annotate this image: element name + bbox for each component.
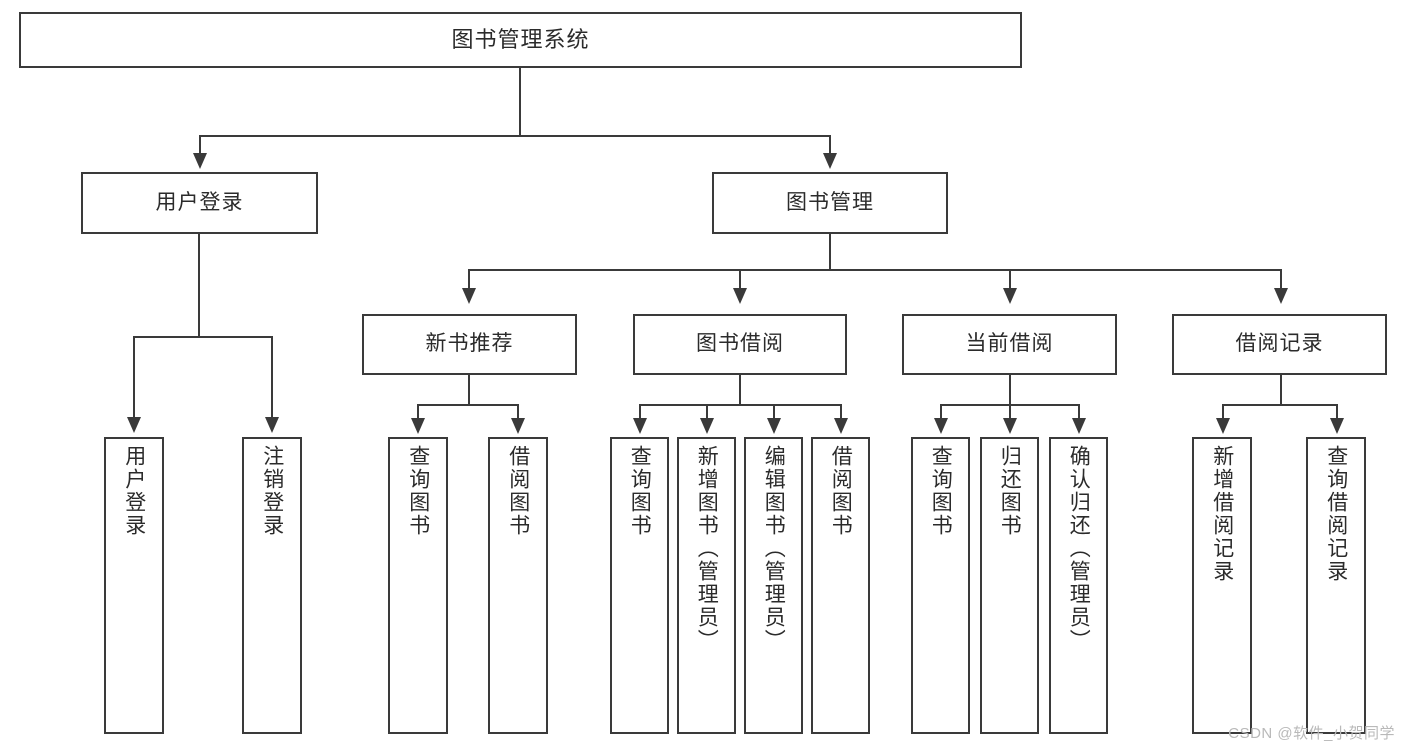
connector-level3-bus (468, 269, 1282, 271)
node-label: 归还图书 (998, 445, 1022, 537)
arrow-new-book-leaf1 (411, 418, 425, 434)
connector-level2-bus (199, 135, 831, 137)
arrow-to-user-login (193, 153, 207, 169)
arrow-borrow-record-leaf1 (1216, 418, 1230, 434)
connector-borrow-record-stem (1280, 375, 1282, 405)
node-label: 用户登录 (122, 445, 146, 537)
node-label: 查询借阅记录 (1324, 445, 1348, 583)
connector-new-book-stem (468, 375, 470, 405)
connector-user-login-stem (198, 234, 200, 337)
connector-current-borrow-leaf2 (1009, 404, 1011, 420)
csdn-watermark: CSDN @软件_小贺同学 (1228, 725, 1395, 742)
arrow-current-borrow-leaf3 (1072, 418, 1086, 434)
connector-borrow-record-leaf1 (1222, 404, 1224, 420)
node-label: 查询图书 (628, 445, 652, 537)
connector-book-borrow-leaf2 (706, 404, 708, 420)
node-label: 图书管理系统 (451, 27, 590, 53)
node-label: 新增借阅记录 (1210, 445, 1234, 583)
leaf-book-borrow-query-book[interactable]: 查询图书 (610, 437, 669, 734)
node-label: 图书管理 (786, 190, 874, 214)
leaf-new-book-query-book[interactable]: 查询图书 (388, 437, 448, 734)
connector-book-borrow-leaf4 (840, 404, 842, 420)
connector-to-book-management (829, 135, 831, 157)
connector-borrow-record-leaf2 (1336, 404, 1338, 420)
node-label: 注销登录 (260, 445, 284, 537)
arrow-current-borrow-leaf1 (934, 418, 948, 434)
connector-to-user-login (199, 135, 201, 157)
node-label: 查询图书 (406, 445, 430, 537)
leaf-book-borrow-edit-book-admin[interactable]: 编辑图书（管理员） (744, 437, 803, 734)
node-label: 借阅记录 (1235, 332, 1324, 356)
connector-user-login-bus (133, 336, 273, 338)
node-label: 用户登录 (155, 190, 244, 214)
arrow-to-borrow-record (1274, 288, 1288, 304)
connector-book-borrow-leaf3 (773, 404, 775, 420)
node-label: 借阅图书 (829, 445, 853, 537)
node-label: 新书推荐 (425, 332, 514, 356)
connector-current-borrow-leaf3 (1078, 404, 1080, 420)
arrow-to-book-management (823, 153, 837, 169)
node-book-borrow[interactable]: 图书借阅 (633, 314, 847, 375)
connector-user-login-leaf1 (133, 336, 135, 419)
arrow-book-borrow-leaf2 (700, 418, 714, 434)
leaf-borrow-record-query-record[interactable]: 查询借阅记录 (1306, 437, 1366, 734)
arrow-to-new-book (462, 288, 476, 304)
connector-new-book-bus (417, 404, 519, 406)
leaf-current-borrow-return-book[interactable]: 归还图书 (980, 437, 1039, 734)
node-label: 图书借阅 (696, 332, 784, 356)
node-new-book-recommend[interactable]: 新书推荐 (362, 314, 577, 375)
connector-to-new-book (468, 269, 470, 291)
node-label: 当前借阅 (965, 332, 1054, 356)
arrow-user-login-leaf1 (127, 417, 141, 433)
node-book-management[interactable]: 图书管理 (712, 172, 948, 234)
connector-borrow-record-bus (1222, 404, 1338, 406)
leaf-user-login-logout[interactable]: 注销登录 (242, 437, 302, 734)
leaf-book-borrow-add-book-admin[interactable]: 新增图书（管理员） (677, 437, 736, 734)
arrow-book-borrow-leaf3 (767, 418, 781, 434)
connector-current-borrow-leaf1 (940, 404, 942, 420)
connector-to-book-borrow (739, 269, 741, 291)
arrow-current-borrow-leaf2 (1003, 418, 1017, 434)
node-book-management-system[interactable]: 图书管理系统 (19, 12, 1022, 68)
node-label: 借阅图书 (506, 445, 530, 537)
connector-to-current-borrow (1009, 269, 1011, 291)
node-label: 编辑图书（管理员） (762, 445, 786, 652)
arrow-new-book-leaf2 (511, 418, 525, 434)
connector-book-management-stem (829, 234, 831, 271)
connector-current-borrow-stem (1009, 375, 1011, 405)
arrow-to-book-borrow (733, 288, 747, 304)
leaf-user-login-login[interactable]: 用户登录 (104, 437, 164, 734)
node-label: 新增图书（管理员） (695, 445, 719, 652)
node-user-login[interactable]: 用户登录 (81, 172, 318, 234)
leaf-new-book-borrow-book[interactable]: 借阅图书 (488, 437, 548, 734)
arrow-book-borrow-leaf1 (633, 418, 647, 434)
connector-root-stem (519, 68, 521, 136)
arrow-to-current-borrow (1003, 288, 1017, 304)
arrow-borrow-record-leaf2 (1330, 418, 1344, 434)
node-label: 查询图书 (929, 445, 953, 537)
node-current-borrow[interactable]: 当前借阅 (902, 314, 1117, 375)
node-label: 确认归还（管理员） (1067, 445, 1091, 652)
leaf-current-borrow-confirm-return-admin[interactable]: 确认归还（管理员） (1049, 437, 1108, 734)
connector-new-book-leaf1 (417, 404, 419, 420)
arrow-user-login-leaf2 (265, 417, 279, 433)
arrow-book-borrow-leaf4 (834, 418, 848, 434)
node-borrow-record[interactable]: 借阅记录 (1172, 314, 1387, 375)
leaf-book-borrow-borrow-book[interactable]: 借阅图书 (811, 437, 870, 734)
connector-new-book-leaf2 (517, 404, 519, 420)
connector-book-borrow-stem (739, 375, 741, 405)
leaf-current-borrow-query-book[interactable]: 查询图书 (911, 437, 970, 734)
connector-book-borrow-leaf1 (639, 404, 641, 420)
connector-to-borrow-record (1280, 269, 1282, 291)
leaf-borrow-record-add-record[interactable]: 新增借阅记录 (1192, 437, 1252, 734)
connector-book-borrow-bus (639, 404, 842, 406)
connector-user-login-leaf2 (271, 336, 273, 419)
